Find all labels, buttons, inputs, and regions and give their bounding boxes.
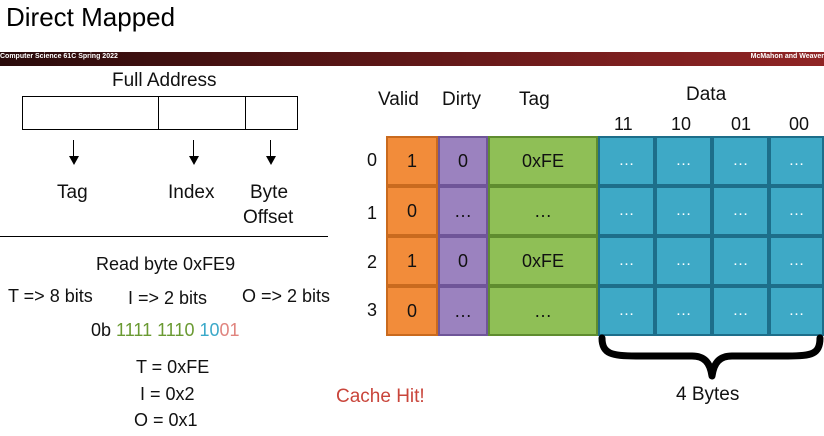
row-0-data-11: … (598, 136, 655, 186)
index-arrow-head (189, 156, 199, 165)
row-1-data-00: … (769, 186, 824, 236)
tag-bits-label: T => 8 bits (8, 286, 93, 306)
row-0-data-00: … (769, 136, 824, 186)
row-3-tag: … (488, 286, 598, 336)
tag-arrow-shaft (73, 140, 74, 158)
row-2-dirty: 0 (438, 236, 488, 286)
row-0-tag: 0xFE (488, 136, 598, 186)
offset-bits-label: O => 2 bits (242, 286, 331, 306)
binary-index-bits: 10 (199, 320, 220, 340)
row-2-data-11: … (598, 236, 655, 286)
row-index-2: 2 (367, 252, 378, 272)
row-1-valid: 0 (386, 186, 438, 236)
row-3-dirty: … (438, 286, 488, 336)
address-divider-tag-index (158, 97, 159, 129)
row-3-data-00: … (769, 286, 824, 336)
row-2-data-01: … (712, 236, 769, 286)
binary-tag-bits: 1111 1110 (116, 320, 195, 340)
row-index-0: 0 (367, 150, 378, 170)
index-arrow-shaft (193, 140, 194, 158)
row-index-3: 3 (367, 300, 378, 320)
byte-col-10: 10 (671, 114, 692, 134)
dirty-header: Dirty (442, 89, 482, 110)
row-2-data-00: … (769, 236, 824, 286)
page-title: Direct Mapped (6, 2, 176, 32)
data-brace-icon (598, 334, 824, 380)
banner-course-text: Computer Science 61C Spring 2022 (0, 53, 118, 60)
binary-offset-bits: 01 (219, 320, 240, 340)
row-3-valid: 0 (386, 286, 438, 336)
valid-header: Valid (378, 89, 419, 110)
offset-arrow-shaft (270, 140, 271, 158)
row-2-data-10: … (655, 236, 712, 286)
row-1-dirty: … (438, 186, 488, 236)
read-byte-label: Read byte 0xFE9 (96, 254, 236, 274)
row-0-data-01: … (712, 136, 769, 186)
offset-field-label: Offset (243, 207, 294, 228)
byte-col-11: 11 (614, 114, 633, 134)
row-0-valid: 1 (386, 136, 438, 186)
binary-address: 0b 1111 1110 1001 (91, 320, 240, 341)
row-index-1: 1 (367, 203, 378, 223)
index-field-label: Index (168, 182, 215, 203)
row-1-data-10: … (655, 186, 712, 236)
byte-field-label: Byte (250, 182, 289, 203)
full-address-label: Full Address (112, 70, 217, 91)
index-result: I = 0x2 (140, 384, 195, 404)
binary-prefix: 0b (91, 320, 112, 340)
four-bytes-label: 4 Bytes (676, 384, 740, 405)
byte-col-01: 01 (731, 114, 752, 134)
row-2-valid: 1 (386, 236, 438, 286)
banner-authors-text: McMahon and Weaver (750, 53, 824, 60)
row-0-data-10: … (655, 136, 712, 186)
offset-result: O = 0x1 (134, 410, 198, 430)
data-header: Data (686, 84, 727, 105)
tag-field-label: Tag (57, 182, 88, 203)
row-3-data-11: … (598, 286, 655, 336)
row-1-data-01: … (712, 186, 769, 236)
row-2-tag: 0xFE (488, 236, 598, 286)
row-3-data-10: … (655, 286, 712, 336)
address-divider-index-offset (245, 97, 246, 129)
row-3-data-01: … (712, 286, 769, 336)
index-bits-label: I => 2 bits (128, 288, 208, 308)
offset-arrow-head (266, 156, 276, 165)
row-1-data-11: … (598, 186, 655, 236)
tag-header: Tag (519, 89, 550, 110)
tag-arrow-head (69, 156, 79, 165)
byte-col-00: 00 (789, 114, 810, 134)
row-1-tag: … (488, 186, 598, 236)
row-0-dirty: 0 (438, 136, 488, 186)
cache-hit-label: Cache Hit! (336, 386, 425, 407)
tag-result: T = 0xFE (136, 357, 210, 377)
section-divider (0, 236, 328, 237)
address-box (22, 96, 298, 130)
course-banner (0, 52, 824, 66)
